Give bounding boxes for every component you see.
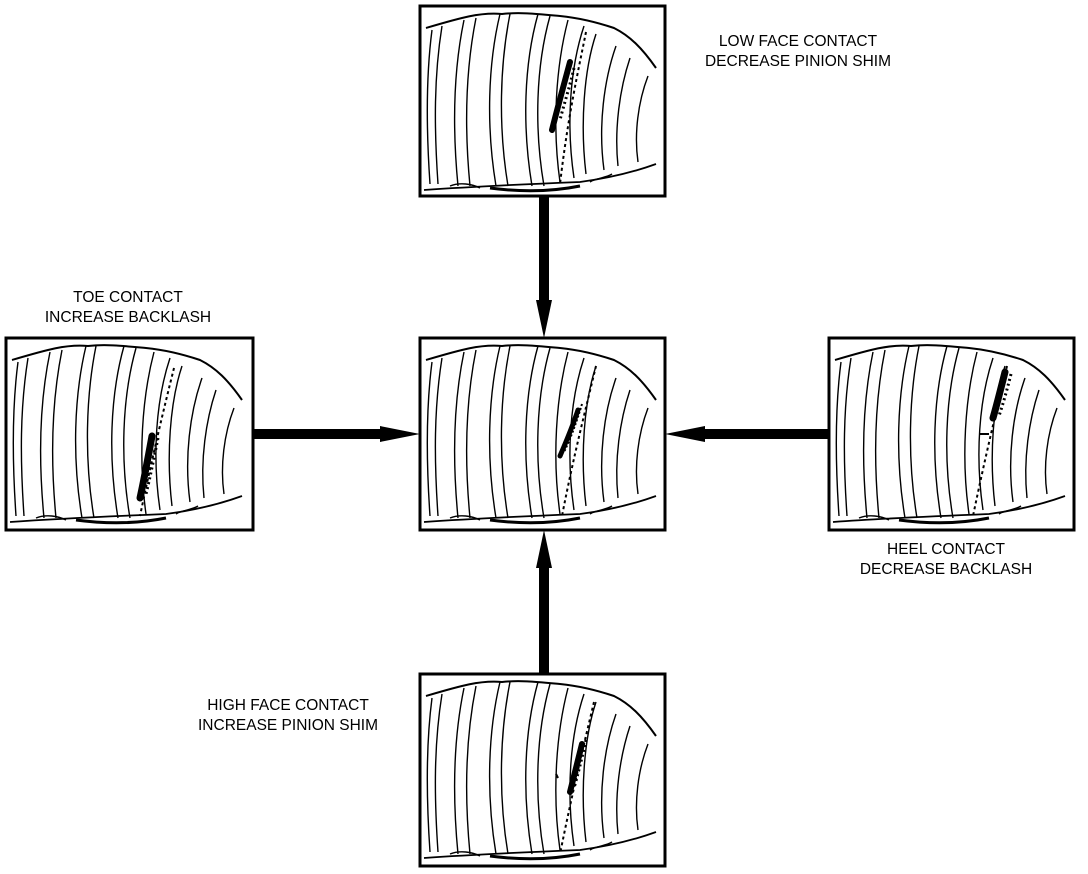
arrow-bottom-to-center <box>536 530 552 674</box>
low-face-contact-panel <box>418 4 667 198</box>
low-face-contact-label: LOW FACE CONTACT DECREASE PINION SHIM <box>690 32 906 72</box>
high-face-contact-panel <box>418 672 667 868</box>
arrow-right-to-center <box>665 426 829 442</box>
heel-contact-line1: HEEL CONTACT <box>887 541 1005 558</box>
low-face-contact-line2: DECREASE PINION SHIM <box>704 53 892 70</box>
high-face-contact-label: HIGH FACE CONTACT INCREASE PINION SHIM <box>180 696 396 736</box>
heel-contact-label: HEEL CONTACT DECREASE BACKLASH <box>838 540 1054 580</box>
arrow-left-to-center <box>253 426 420 442</box>
high-face-contact-line2: INCREASE PINION SHIM <box>198 717 378 734</box>
heel-contact-panel <box>827 336 1076 532</box>
toe-contact-label: TOE CONTACT INCREASE BACKLASH <box>20 288 236 328</box>
toe-contact-line2: INCREASE BACKLASH <box>44 309 212 326</box>
high-face-contact-line1: HIGH FACE CONTACT <box>207 697 369 714</box>
correct-contact-panel <box>418 336 667 532</box>
toe-contact-panel <box>4 336 255 532</box>
arrow-top-to-center <box>536 196 552 338</box>
heel-contact-line2: DECREASE BACKLASH <box>859 561 1033 578</box>
low-face-contact-line1: LOW FACE CONTACT <box>718 33 878 50</box>
toe-contact-line1: TOE CONTACT <box>73 289 183 306</box>
